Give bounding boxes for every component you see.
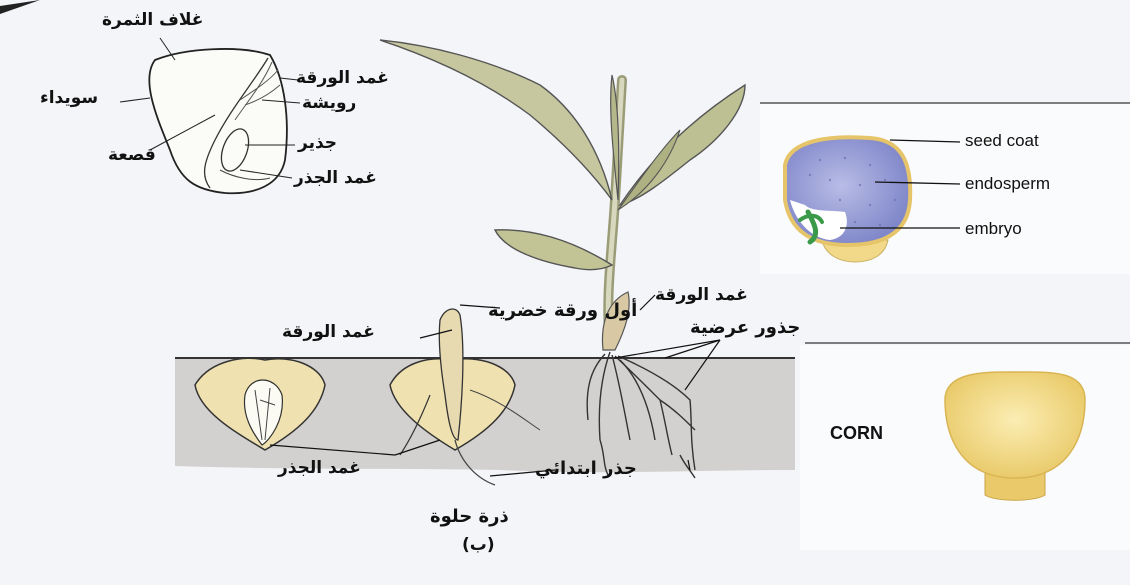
label-scutellum: قصعة	[108, 145, 156, 165]
label-coleoptile-left: غمد الورقة	[296, 68, 389, 88]
label-plumule: رويشة	[302, 93, 356, 113]
caption-sweet-corn: ذرة حلوة	[430, 506, 509, 527]
label-coleorhiza-center: غمد الجذر	[278, 458, 361, 478]
label-coleoptile-center: غمد الورقة	[282, 322, 375, 342]
label-seed-coat: seed coat	[965, 131, 1039, 151]
label-adventitious-roots: جذور عرضية	[690, 317, 800, 338]
label-radicle: جذير	[298, 133, 337, 153]
label-primary-root: جذر ابتدائي	[535, 458, 637, 479]
label-first-leaf: أول ورقة خضرية	[488, 300, 637, 321]
label-endosperm-en: endosperm	[965, 174, 1050, 194]
label-coleorhiza-left: غمد الجذر	[294, 168, 377, 188]
label-corn: CORN	[830, 423, 883, 444]
label-embryo: embryo	[965, 219, 1022, 239]
label-pericarp: غلاف الثمرة	[102, 10, 203, 30]
label-endosperm-ar: سويداء	[40, 88, 98, 108]
label-coleoptile-right: غمد الورقة	[655, 285, 748, 305]
caption-letter: (ب)	[462, 535, 495, 555]
